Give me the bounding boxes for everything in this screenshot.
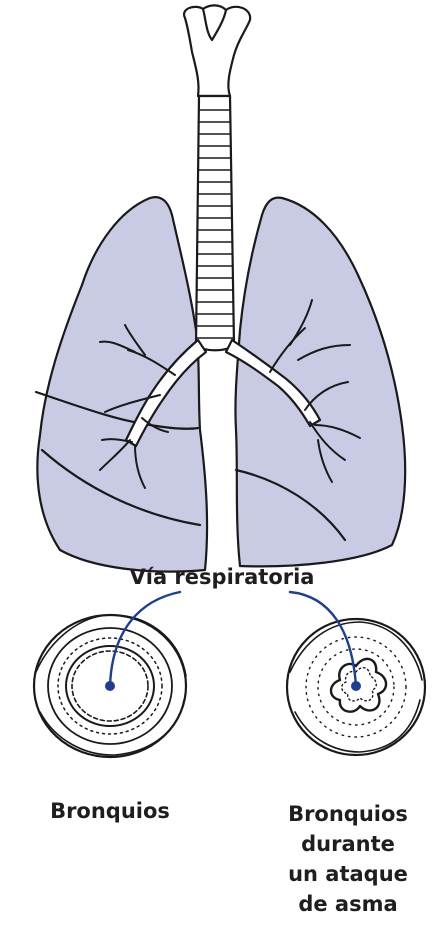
normal-bronchi-label: Bronquios bbox=[10, 799, 210, 823]
airway-label: Vía respiratoria bbox=[112, 565, 332, 589]
right-lung-shape bbox=[235, 198, 405, 567]
left-lung-shape bbox=[37, 197, 207, 571]
asthma-bronchi-label-line-2: durante bbox=[258, 829, 438, 859]
right-lung bbox=[235, 198, 405, 567]
left-lung bbox=[36, 197, 207, 571]
pointer-dot-normal bbox=[105, 681, 115, 691]
larynx-shape bbox=[184, 5, 250, 96]
asthma-bronchi-label-line-3: un ataque bbox=[258, 859, 438, 889]
asthma-bronchi-label-line-1: Bronquios bbox=[258, 799, 438, 829]
pointer-dot-asthma bbox=[351, 681, 361, 691]
asthma-bronchi-label-line-4: de asma bbox=[258, 889, 438, 919]
asthma-bronchi-label: Bronquios durante un ataque de asma bbox=[258, 799, 438, 919]
trachea bbox=[184, 5, 250, 350]
